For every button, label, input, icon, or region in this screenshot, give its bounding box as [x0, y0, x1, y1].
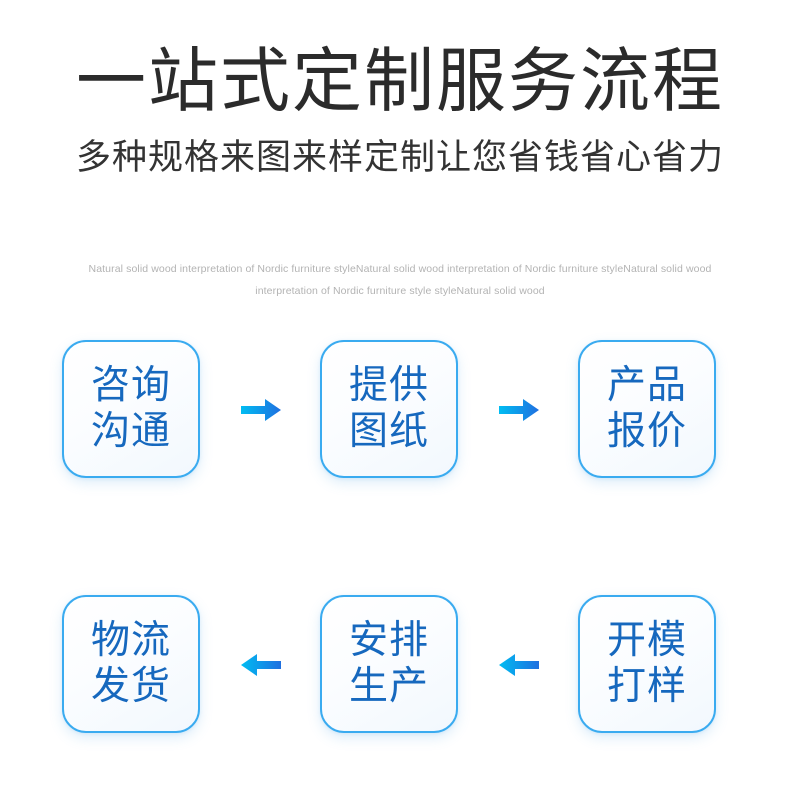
flow-node-label-line1: 提供	[348, 364, 429, 408]
flow-node-label-line1: 产品	[606, 364, 687, 408]
flow-node-production[interactable]: 安排 生产	[320, 595, 458, 733]
flow-node-label-line1: 物流	[90, 619, 171, 663]
arrow-left-icon	[241, 654, 281, 676]
arrow-right-icon	[241, 399, 281, 421]
english-description: Natural solid wood interpretation of Nor…	[88, 263, 712, 298]
flow-node-label-line2: 发货	[90, 665, 171, 708]
flow-row-bottom: 物流 发货 安排 生产	[0, 595, 800, 733]
arrow-left-icon	[499, 654, 539, 676]
page-subtitle: 多种规格来图来样定制让您省钱省心省力	[75, 137, 724, 177]
page-title: 一站式定制服务流程	[76, 42, 724, 120]
flow-node-label-line1: 开模	[606, 619, 687, 663]
header: 一站式定制服务流程 多种规格来图来样定制让您省钱省心省力	[0, 0, 800, 178]
flow-node-mold[interactable]: 开模 打样	[578, 595, 716, 733]
flow-node-label-line1: 咨询	[90, 364, 171, 408]
arrow-right-icon	[499, 399, 539, 421]
flow-node-label-line2: 打样	[606, 665, 687, 708]
flow-node-drawings[interactable]: 提供 图纸	[320, 340, 458, 478]
flow-node-label-line2: 报价	[606, 410, 687, 453]
process-flow-diagram: 咨询 沟通 提供 图纸	[0, 340, 800, 733]
flow-node-label-line2: 沟通	[90, 410, 171, 453]
flow-node-label-line2: 生产	[348, 665, 429, 708]
flow-node-label-line1: 安排	[348, 619, 429, 663]
flow-node-label-line2: 图纸	[348, 410, 429, 453]
flow-node-quote[interactable]: 产品 报价	[578, 340, 716, 478]
flow-node-consult[interactable]: 咨询 沟通	[62, 340, 200, 478]
flow-row-top: 咨询 沟通 提供 图纸	[0, 340, 800, 478]
flow-node-shipping[interactable]: 物流 发货	[62, 595, 200, 733]
